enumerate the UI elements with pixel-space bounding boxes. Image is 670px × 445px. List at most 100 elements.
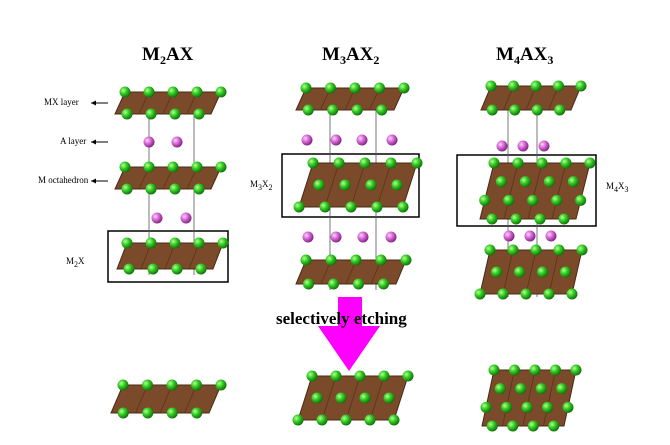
m3ax2-a-layer-2-a-atom <box>357 231 369 243</box>
m4ax3-layer-3-edge <box>502 249 514 295</box>
m3ax2-m3x2-layer-x-atom <box>371 201 383 213</box>
m4ax3-m4x3-layer-x-atom <box>527 194 539 206</box>
m3ax2-layer-1-x-atom <box>374 82 385 94</box>
m3ax2-layer-1-x-atom <box>325 82 336 94</box>
product-m4x3-x-atom <box>527 420 539 432</box>
m2ax-m2x-layer-x-atom <box>171 263 183 275</box>
m4ax3-layer-3-x-atom <box>576 244 588 256</box>
m3ax2-m3x2-layer-x-atom <box>397 201 409 213</box>
product-m3x2-x-atom <box>364 414 376 426</box>
product-m4x3-x-atom <box>529 364 541 376</box>
m4ax3-layer-3-x-atom <box>507 244 519 256</box>
label-mx-layer: MX layer <box>44 97 79 107</box>
mx-layer-arrowhead <box>91 100 96 106</box>
product-m2x-x-atom <box>166 407 178 419</box>
m3ax2-layer-1-x-atom <box>351 104 363 116</box>
m4ax3-layer-1-x-atom <box>553 80 564 92</box>
m2ax-mx-layer-2-x-atom <box>193 183 205 195</box>
m3ax2-m3x2-layer-edge <box>376 162 392 208</box>
m4ax3-m4x3-layer-x-atom <box>488 157 500 169</box>
m2ax-m2x-layer-x-atom <box>195 263 207 275</box>
product-m4x3-x-atom <box>509 364 520 376</box>
etching-label: selectively etching <box>276 309 407 328</box>
m3ax2-layer-3-x-atom <box>300 254 312 266</box>
m4ax3-layer-3-x-atom <box>530 244 542 256</box>
m4ax3-m4x3-layer-x-atom <box>512 157 524 169</box>
m3ax2-layer-1-x-atom <box>300 82 312 94</box>
product-m3x2-x-atom <box>359 392 371 404</box>
m3ax2-a-layer-2-a-atom <box>330 231 342 243</box>
product-m3x2-x-atom <box>306 370 318 382</box>
product-m3x2-x-atom <box>292 414 304 426</box>
product-m2x-x-atom <box>215 379 227 391</box>
m4ax3-m4x3-layer-x-atom <box>479 194 491 206</box>
m4ax3-m4x3-layer-x-atom <box>510 213 522 225</box>
product-m4x3-edge <box>502 369 515 427</box>
m3ax2-m3x2-layer-x-atom <box>307 157 319 169</box>
product-m4x3-x-atom <box>488 364 500 376</box>
m2ax-mx-layer-2-x-atom <box>143 161 155 173</box>
product-m4x3-x-atom <box>556 383 568 395</box>
m3ax2-a-layer-2-a-atom <box>302 231 314 243</box>
m4ax3-layer-3-x-atom <box>497 288 509 300</box>
m3ax2-m3x2-layer-x-atom <box>313 179 325 191</box>
m4ax3-a-layer-2-a-atom <box>545 230 557 242</box>
product-m4x3-x-atom <box>486 420 498 432</box>
m3x2-box <box>281 153 420 218</box>
m4ax3-layer-3-edge <box>548 249 560 295</box>
m3ax2-layer-3-x-atom <box>303 278 314 290</box>
m3ax2-m3x2-layer-x-atom <box>345 201 357 213</box>
m2ax-mx-layer-2-x-atom <box>119 161 131 173</box>
product-m3x2-x-atom <box>330 370 342 382</box>
etching-arrow <box>318 297 380 371</box>
m4ax3-m4x3-layer-x-atom <box>575 194 587 206</box>
m2ax-mx-layer-2-x-atom <box>191 161 203 173</box>
label-m3x2: M3X2 <box>250 179 273 192</box>
m2ax-mx-layer-1-x-atom <box>143 86 155 98</box>
m4ax3-m4x3-layer-x-atom <box>503 194 515 206</box>
m4ax3-a-layer-1-a-atom <box>517 140 529 152</box>
m4ax3-m4x3-layer-x-atom <box>584 157 596 169</box>
m2ax-m2x-layer-x-atom <box>193 237 205 249</box>
product-m3x2-edge <box>321 375 337 421</box>
m2ax-mx-layer-2-x-atom <box>145 183 157 195</box>
product-m4x3-edge <box>543 369 556 427</box>
product-m3x2-x-atom <box>378 370 390 382</box>
m3ax2-m3x2-layer-x-atom <box>391 179 403 191</box>
product-m2x-x-atom <box>142 407 154 419</box>
m4ax3-layer-3-x-atom <box>520 288 532 300</box>
product-m3x2-x-atom <box>335 392 347 404</box>
title-m2ax: M2AX <box>142 44 194 67</box>
product-m4x3-x-atom <box>550 364 561 376</box>
m3ax2-layer-1-x-atom <box>376 104 388 116</box>
product-m4x3-x-atom <box>548 420 560 432</box>
product-m3x2-edge <box>345 375 361 421</box>
m4ax3-layer-3-edge <box>525 249 537 295</box>
m4ax3-m4x3-layer-x-atom <box>558 213 570 225</box>
m3ax2-a-layer-1-a-atom <box>330 134 342 146</box>
m4ax3-layer-1-x-atom <box>530 80 542 92</box>
m4ax3-layer-3-x-atom <box>537 266 548 278</box>
m2ax-mx-layer-2-x-atom <box>215 161 227 173</box>
m3ax2-m3x2-layer-x-atom <box>333 157 345 169</box>
product-m2x-x-atom <box>117 407 129 419</box>
product-m4x3-x-atom <box>494 383 506 395</box>
m4ax3-layer-1-x-atom <box>531 104 543 116</box>
m4ax3-layer-3-x-atom <box>474 288 486 300</box>
m2ax-mx-layer-1-x-atom <box>119 86 131 98</box>
m3ax2-a-layer-2-a-atom <box>385 231 397 243</box>
m4ax3-m4x3-layer-edge <box>527 162 543 220</box>
m3ax2-m3x2-layer-x-atom <box>293 201 305 213</box>
product-m2x-x-atom <box>117 379 129 391</box>
product-m3x2-x-atom <box>340 414 352 426</box>
m4ax3-layer-1-x-atom <box>486 104 498 116</box>
m2ax-mx-layer-2-x-atom <box>167 161 179 173</box>
m2ax-mx-layer-2-x-atom <box>169 183 181 195</box>
m2ax-m2x-layer-x-atom <box>147 263 159 275</box>
m-octahedron-arrowhead <box>91 178 96 184</box>
m4x3-box <box>456 154 597 227</box>
product-m3x2-x-atom <box>383 392 395 404</box>
m2ax-m2x-layer-x-atom <box>145 237 157 249</box>
m2ax-mx-layer-1-x-atom <box>121 108 133 120</box>
